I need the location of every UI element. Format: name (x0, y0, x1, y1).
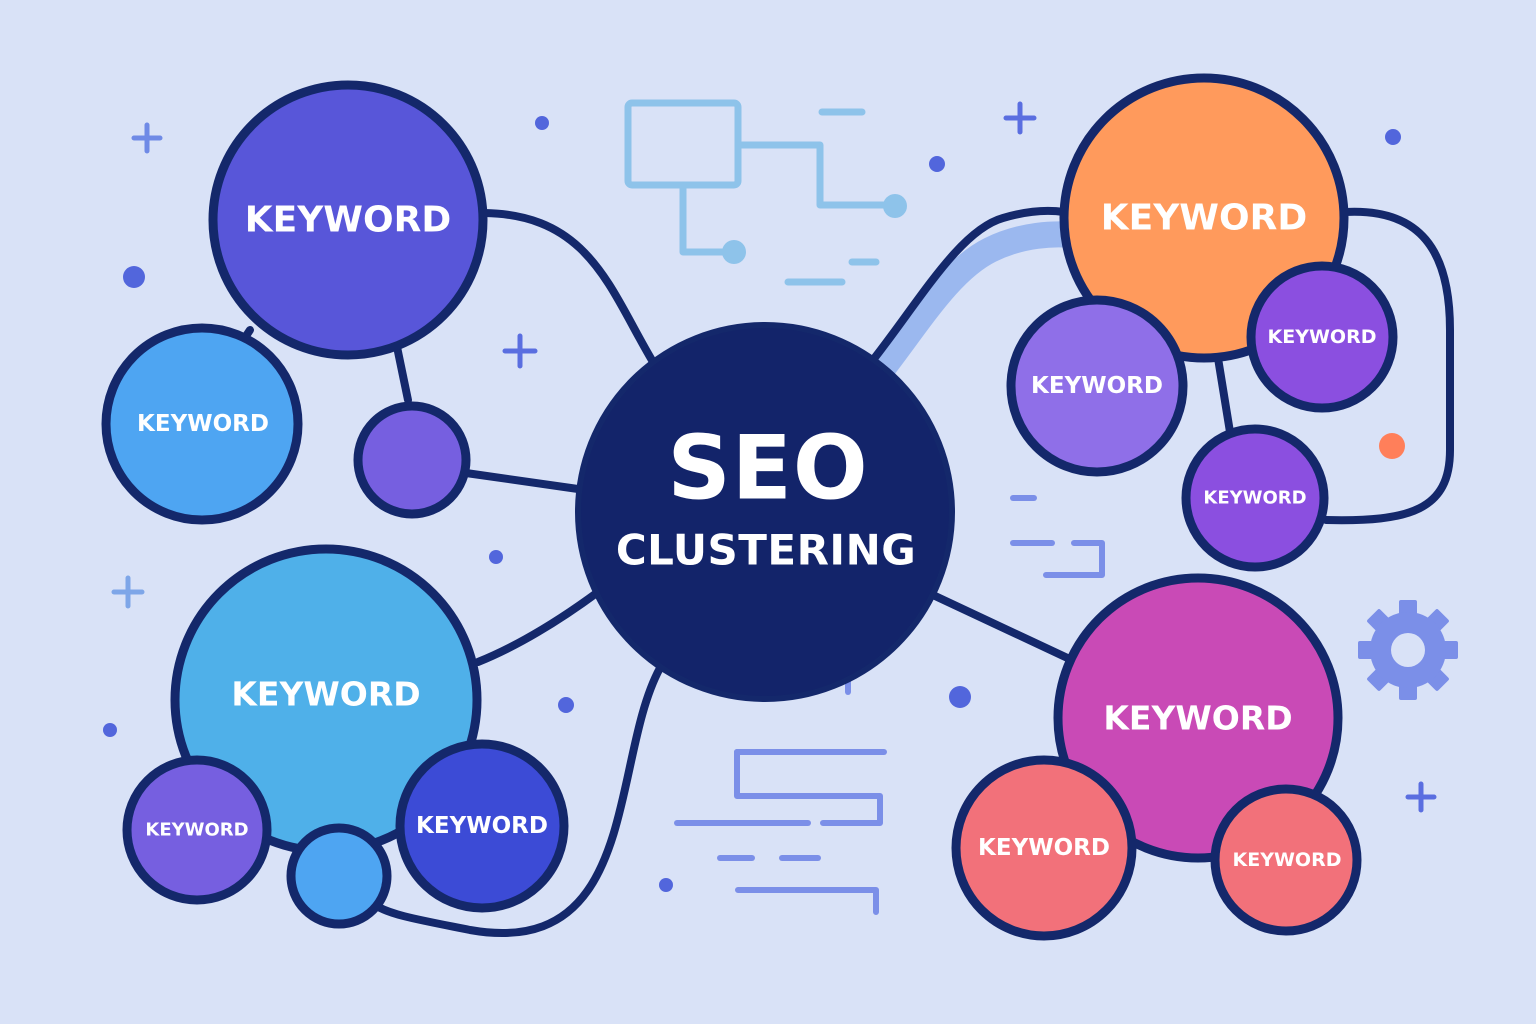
keyword-label: KEYWORD (137, 411, 269, 437)
keyword-label: KEYWORD (1103, 699, 1292, 738)
keyword-label: KEYWORD (145, 820, 248, 841)
connector-top-right-loop (1322, 207, 1454, 525)
hub-subtitle: CLUSTERING (616, 526, 916, 575)
node-top-right-sub-b: KEYWORD (1246, 261, 1398, 413)
plus-icon (502, 333, 538, 369)
node-bottom-left-sub-a: KEYWORD (122, 755, 272, 905)
keyword-label: KEYWORD (1233, 849, 1342, 871)
keyword-label: KEYWORD (1203, 488, 1306, 509)
connector-hub-bottom-left-loop (371, 664, 664, 937)
plus-icon (111, 575, 145, 609)
dot-icon (659, 878, 673, 892)
connector-hub-top-right (869, 206, 1068, 364)
node-bottom-right-sub-a: KEYWORD (951, 755, 1137, 941)
connector-lines (236, 206, 1454, 937)
node-bottom-right-sub-b: KEYWORD (1210, 784, 1362, 936)
dot-icon (489, 550, 503, 564)
plus-icon (131, 122, 163, 154)
node-bottom-left-dot (286, 823, 392, 929)
keyword-label: KEYWORD (1031, 373, 1163, 399)
node-top-right-sub-a: KEYWORD (1006, 295, 1188, 477)
keyword-label: KEYWORD (1101, 198, 1307, 239)
connector-hub-bottom-right (929, 591, 1080, 666)
dot-icon (558, 697, 574, 713)
plus-icon (1405, 781, 1437, 813)
connector-top-left-dot (392, 338, 412, 404)
bracket-lines-icon (1010, 495, 1105, 578)
flowchart-icon (624, 99, 897, 286)
node-top-left-main: KEYWORD (208, 80, 488, 360)
node-top-left-small: KEYWORD (101, 323, 303, 525)
connector-dot-hub (462, 469, 589, 494)
node-top-right-sub-c: KEYWORD (1181, 424, 1329, 572)
node-top-left-dot (353, 401, 471, 519)
dot-icon (949, 686, 971, 708)
hub-node: SEO CLUSTERING (575, 322, 955, 702)
keyword-label: KEYWORD (978, 835, 1110, 861)
dot-icon (1385, 129, 1401, 145)
hub-title: SEO (667, 417, 868, 520)
node-bottom-left-sub-b: KEYWORD (395, 739, 569, 913)
gear-icon (1358, 600, 1458, 700)
dot-icon (123, 266, 145, 288)
dot-icon (1379, 433, 1405, 459)
connector-top-right-sub (1213, 348, 1234, 436)
plus-icons (111, 101, 1437, 813)
flowchart-node-dots (722, 194, 907, 264)
list-lines-icon (674, 673, 887, 915)
plus-icon (1003, 101, 1037, 135)
top-right-accent-ribbon (870, 221, 1093, 381)
keyword-label: KEYWORD (245, 200, 451, 241)
dot-icon (535, 116, 549, 130)
keyword-label: KEYWORD (231, 675, 420, 714)
keyword-label: KEYWORD (1268, 326, 1377, 348)
dot-icons (103, 116, 1405, 892)
connector-hub-top-left (481, 209, 657, 366)
dot-icon (929, 156, 945, 172)
keyword-label: KEYWORD (416, 813, 548, 839)
connector-hub-bottom-left (474, 588, 602, 666)
dot-icon (103, 723, 117, 737)
